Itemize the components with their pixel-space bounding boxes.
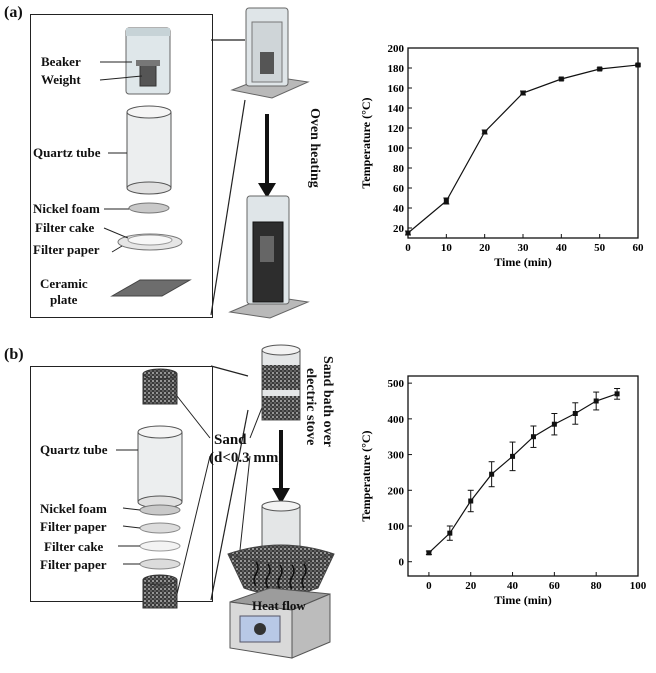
nickel-foam-disc-b [139,504,181,516]
data-point [468,498,474,504]
sand-cylinder-top [142,368,178,405]
x-tick-label: 30 [518,242,530,254]
data-point [614,391,620,397]
y-tick-label: 80 [393,163,405,175]
label-heat-flow: Heat flow [252,598,306,613]
label-filter-cake-b: Filter cake [44,539,104,554]
y-tick-label: 160 [388,83,405,95]
data-point [447,530,453,536]
x-tick-label: 20 [465,580,477,592]
heat-flow-arrows [253,561,307,590]
series-line [407,64,639,234]
label-sand: Sand [214,432,247,448]
data-point [443,198,449,204]
x-axis-label: Time (min) [494,255,551,269]
label-filter-cake-a: Filter cake [35,220,95,235]
data-point [482,129,488,135]
x-tick-label: 100 [630,580,646,592]
y-tick-label: 140 [388,103,405,115]
y-tick-label: 100 [388,521,405,533]
label-quartz-tube-a: Quartz tube [33,145,101,160]
x-tick-label: 0 [405,242,411,254]
y-tick-label: 20 [393,223,405,235]
x-tick-label: 0 [426,580,432,592]
data-point [405,230,411,236]
x-tick-label: 20 [479,242,491,254]
label-filter-paper-b2: Filter paper [40,557,107,572]
series-line [428,393,618,554]
label-sand-bath-1: Sand bath over [320,356,335,448]
data-point [551,421,557,427]
y-axis-label: Temperature (°C) [359,97,373,188]
label-sand-size: (d<0.3 mm) [209,450,284,466]
chart-a: 0 10 20 30 40 50 60 20 40 60 80 100 120 140 160 180 200T… [359,43,645,269]
y-tick-label: 40 [393,203,405,215]
filter-cake-disc [127,234,173,246]
data-point [510,453,516,459]
y-tick-label: 60 [393,183,405,195]
label-oven-heating: Oven heating [307,108,322,188]
filter-cake-disc-b [139,540,181,552]
filter-paper-disc-b1 [139,522,181,534]
x-tick-label: 40 [507,580,519,592]
data-point [426,550,432,556]
electric-stove [229,587,331,659]
data-point [530,434,536,440]
sand-cylinder-bottom [142,574,178,609]
x-tick-label: 60 [633,242,645,254]
label-nickel-foam-a: Nickel foam [33,201,100,216]
quartz-tube-illustration [126,105,172,195]
y-tick-label: 200 [388,43,405,55]
y-tick-label: 500 [388,378,405,390]
data-point [558,76,564,82]
data-point [520,90,526,96]
panel-a-exploded-box [30,14,213,318]
y-tick-label: 200 [388,485,405,497]
x-tick-label: 10 [441,242,453,254]
label-weight: Weight [41,72,81,87]
y-tick-label: 0 [399,557,405,569]
panel-b-label: (b) [4,346,24,363]
assembled-beaker-bottom [228,195,310,319]
oven-arrow [258,183,276,198]
y-axis-label: Temperature (°C) [359,430,373,521]
data-point [572,411,578,416]
panel-b-illustration [116,344,335,659]
sand-bath-arrow [272,488,290,504]
nickel-foam-disc [128,202,170,214]
label-beaker: Beaker [41,54,81,69]
data-point [593,398,599,404]
x-axis-label: Time (min) [494,593,551,607]
label-plate: plate [50,292,78,307]
ceramic-plate [110,279,192,297]
label-sand-bath-2: electric stove [303,368,318,446]
x-tick-label: 80 [591,580,603,592]
filter-paper-disc-b2 [139,558,181,570]
plot-frame [407,47,639,239]
assembled-tube-top [261,344,301,421]
x-tick-label: 50 [594,242,606,254]
data-point [635,62,641,68]
x-tick-label: 40 [556,242,568,254]
plot-frame [407,375,639,577]
label-ceramic: Ceramic [40,276,88,291]
label-filter-paper-a: Filter paper [33,242,100,257]
data-point [489,471,495,477]
label-quartz-tube-b: Quartz tube [40,442,108,457]
assembled-beaker-top [230,7,310,99]
panel-a-illustration [99,7,310,319]
x-tick-label: 60 [549,580,561,592]
panel-a-label: (a) [4,4,23,21]
y-tick-label: 100 [388,143,405,155]
beaker-illustration [125,27,171,95]
data-point [597,66,603,72]
y-tick-label: 120 [388,123,405,135]
y-tick-label: 180 [388,63,405,75]
label-filter-paper-b1: Filter paper [40,519,107,534]
y-tick-label: 300 [388,450,405,462]
quartz-tube-illustration-b [137,425,183,509]
y-tick-label: 400 [388,414,405,426]
label-nickel-foam-b: Nickel foam [40,501,107,516]
